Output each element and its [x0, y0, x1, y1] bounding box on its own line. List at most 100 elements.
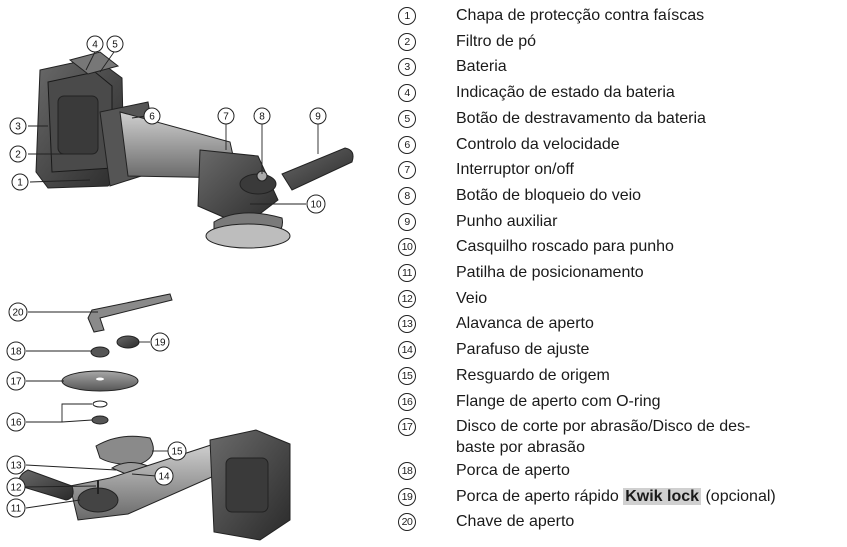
svg-text:10: 10	[310, 200, 322, 211]
legend-label-pre: Porca de aperto rápido	[456, 487, 624, 505]
callout-13: 13	[6, 455, 26, 475]
legend-number: 9	[398, 212, 416, 231]
callout-9: 9	[309, 107, 327, 125]
svg-text:3: 3	[15, 122, 21, 133]
legend-number: 7	[398, 161, 416, 180]
legend-number: 12	[398, 289, 416, 308]
legend-item-20: 20 Chave de aperto	[398, 512, 843, 532]
svg-text:7: 7	[223, 112, 229, 123]
legend-label: Chapa de protecção contra faíscas	[456, 7, 705, 24]
legend-number: 4	[398, 84, 416, 103]
callout-5: 5	[106, 35, 124, 53]
legend-number: 3	[398, 58, 416, 77]
svg-text:19: 19	[154, 338, 166, 349]
callout-12: 12	[6, 477, 26, 497]
legend-label: Parafuso de ajuste	[456, 341, 590, 359]
legend-label: Controlo da velocidade	[456, 135, 620, 153]
callout-18: 18	[6, 341, 26, 361]
legend-item-5: 5 Botão de destravamento da bateria	[398, 109, 843, 129]
legend-number: 8	[398, 186, 416, 205]
svg-text:9: 9	[315, 112, 321, 123]
svg-text:1: 1	[17, 178, 23, 189]
callout-4: 4	[86, 35, 104, 53]
legend-item-1: 1 Chapa de protecção contra faíscas	[398, 6, 843, 26]
legend-label: Veio	[456, 289, 488, 307]
legend-item-4: 4 Indicação de estado da bateria	[398, 83, 843, 103]
callout-8: 8	[253, 107, 271, 125]
svg-text:8: 8	[259, 112, 265, 123]
legend-item-16: 16 Flange de aperto com O-ring	[398, 392, 843, 412]
legend-number: 19	[398, 487, 416, 506]
legend-number: 5	[398, 109, 416, 128]
svg-text:16: 16	[10, 418, 22, 429]
svg-text:15: 15	[171, 447, 183, 458]
callout-19: 19	[150, 332, 170, 352]
legend-item-14: 14 Parafuso de ajuste	[398, 340, 843, 360]
legend-item-10: 10 Casquilho roscado para punho	[398, 237, 843, 257]
legend-item-19: 19 Porca de aperto rápido Kwik lock (opci…	[398, 487, 843, 507]
legend-label: Bateria	[456, 58, 507, 76]
tool-illustration: 4 5 3 2 1 6 7 8 9 10	[6, 35, 354, 541]
callout-10: 10	[306, 194, 326, 214]
legend-number: 1	[398, 7, 416, 25]
svg-text:4: 4	[92, 40, 98, 51]
legend-label: Indicação de estado da bateria	[456, 84, 675, 102]
svg-text:14: 14	[158, 472, 170, 483]
svg-text:12: 12	[10, 483, 22, 494]
legend-label: Interruptor on/off	[456, 161, 574, 179]
legend-label: Resguardo de origem	[456, 366, 610, 384]
legend-label: Botão de bloqueio do veio	[456, 186, 642, 204]
legend-item-9: 9 Punho auxiliar	[398, 212, 843, 232]
legend-number: 16	[398, 392, 416, 411]
legend-number: 14	[398, 341, 416, 360]
kwik-lock-highlight: Kwik lock	[623, 487, 702, 505]
legend-number: 15	[398, 366, 416, 385]
legend-label-post: (opcional)	[701, 487, 776, 505]
legend-label-line1: Disco de corte por abrasão/Disco de des-	[456, 418, 751, 436]
legend-label: Casquilho roscado para punho	[456, 238, 674, 256]
parts-legend: 1 Chapa de protecção contra faíscas 2 Filt…	[398, 6, 843, 538]
legend-item-13: 13 Alavanca de aperto	[398, 314, 843, 334]
legend-number: 20	[398, 513, 416, 532]
svg-text:20: 20	[12, 308, 24, 319]
svg-text:5: 5	[112, 40, 118, 51]
legend-label: Alavanca de aperto	[456, 315, 594, 333]
svg-text:13: 13	[10, 461, 22, 472]
legend-item-17: 17 Disco de corte por abrasão/Disco de de…	[398, 417, 843, 458]
legend-number: 6	[398, 135, 416, 154]
legend-label: Flange de aperto com O-ring	[456, 392, 661, 410]
legend-label: Botão de destravamento da bateria	[456, 109, 706, 127]
legend-number: 10	[398, 238, 416, 257]
svg-text:6: 6	[149, 112, 155, 123]
legend-item-15: 15 Resguardo de origem	[398, 366, 843, 386]
legend-item-11: 11 Patilha de posicionamento	[398, 263, 843, 283]
legend-item-7: 7 Interruptor on/off	[398, 160, 843, 180]
legend-label-line2: baste por abrasão	[456, 438, 585, 456]
legend-item-8: 8 Botão de bloqueio do veio	[398, 186, 843, 206]
legend-number: 17	[398, 418, 416, 437]
legend-item-2: 2 Filtro de pó	[398, 32, 843, 52]
legend-label: Punho auxiliar	[456, 212, 558, 230]
callout-11: 11	[6, 498, 26, 518]
svg-text:17: 17	[10, 377, 22, 388]
grinder-assembled-drawing	[35, 51, 354, 249]
legend-item-12: 12 Veio	[398, 289, 843, 309]
legend-number: 2	[398, 32, 416, 51]
legend-number: 11	[398, 264, 416, 283]
exploded-parts-drawing	[18, 293, 291, 541]
legend-item-3: 3 Bateria	[398, 57, 843, 77]
callout-17: 17	[6, 371, 26, 391]
callout-20: 20	[8, 302, 28, 322]
callout-6: 6	[143, 107, 161, 125]
callout-15: 15	[167, 441, 187, 461]
legend-number: 18	[398, 462, 416, 481]
callout-16: 16	[6, 412, 26, 432]
legend-label: Chave de aperto	[456, 513, 575, 531]
legend-label: Filtro de pó	[456, 32, 537, 50]
legend-number: 13	[398, 315, 416, 334]
legend-label: Patilha de posicionamento	[456, 264, 644, 282]
callout-14: 14	[154, 466, 174, 486]
callout-2: 2	[9, 145, 27, 163]
svg-text:11: 11	[11, 504, 22, 515]
